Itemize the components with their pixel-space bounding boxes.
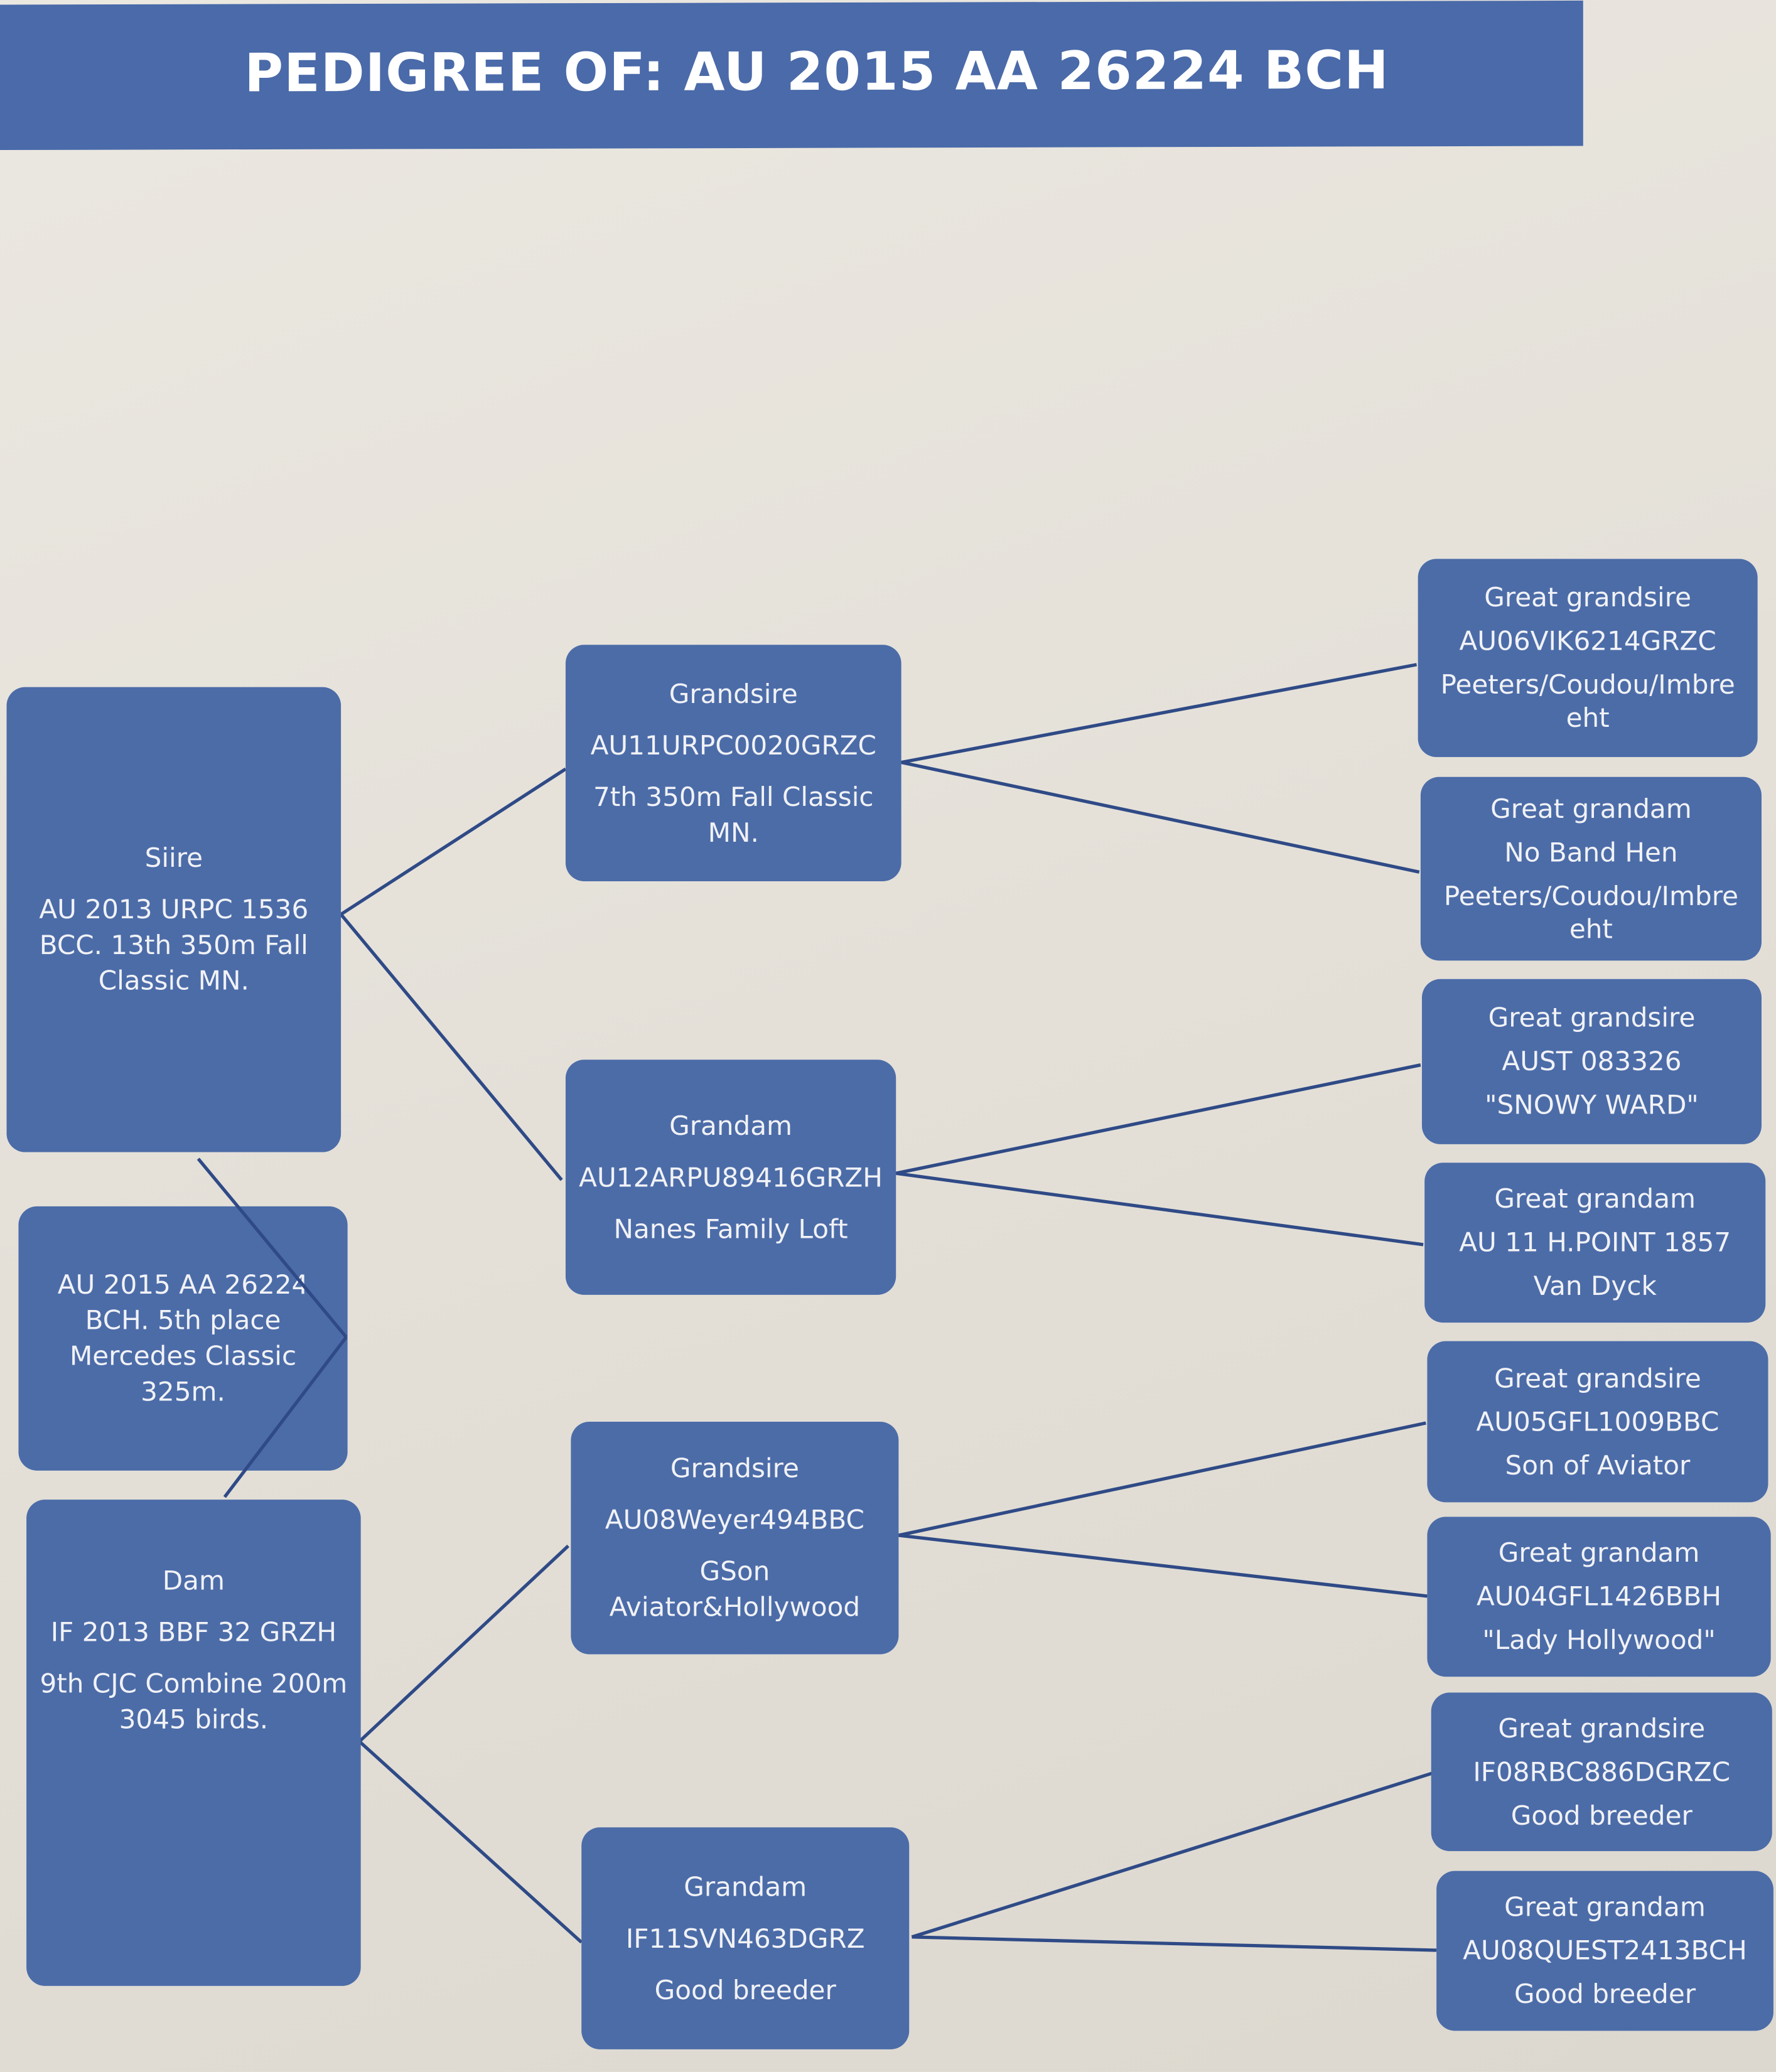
box-text-line: AU06VIK6214GRZC bbox=[1459, 625, 1716, 657]
connector-g4-gg8 bbox=[912, 1935, 1437, 1952]
box-text-line: Van Dyck bbox=[1533, 1269, 1657, 1302]
relation-label: Grandam bbox=[669, 1109, 793, 1141]
connector-g1-gg1 bbox=[901, 663, 1418, 765]
box-text-line: IF 2013 BBF 32 GRZH bbox=[50, 1616, 336, 1648]
box-text-line: AU08Weyer494BBC bbox=[605, 1503, 864, 1536]
box-text-line: "SNOWY WARD" bbox=[1485, 1088, 1699, 1121]
box-text-line: IF08RBC886DGRZC bbox=[1473, 1755, 1731, 1788]
relation-label: Grandsire bbox=[670, 1452, 799, 1484]
relation-label: Siire bbox=[144, 841, 203, 874]
box-text-line: No Band Hen bbox=[1504, 835, 1678, 867]
sire-box[interactable]: Siire AU 2013 URPC 1536 BCC. 13th 350m Fa… bbox=[6, 687, 342, 1152]
box-text-line: AU12ARPU89416GRZH bbox=[579, 1161, 883, 1193]
connector-g1-gg2 bbox=[901, 761, 1420, 874]
box-text-line: "Lady Hollywood" bbox=[1482, 1624, 1716, 1656]
relation-label: Great grandam bbox=[1494, 1182, 1696, 1215]
box-text-line: AU 2015 AA 26224 BCH. 5th place Mercedes… bbox=[57, 1268, 309, 1407]
box-text-line: Son of Aviator bbox=[1505, 1449, 1691, 1481]
relation-label: Great grandsire bbox=[1494, 1361, 1701, 1393]
connector-g3-gg5 bbox=[898, 1421, 1426, 1537]
relation-label: Great grandsire bbox=[1488, 1001, 1696, 1034]
box-text-line: AU 11 H.POINT 1857 bbox=[1459, 1226, 1731, 1258]
relation-label: Great grandam bbox=[1498, 1537, 1700, 1569]
box-text-line: Nanes Family Loft bbox=[613, 1212, 848, 1244]
box-text-line: AUST 083326 bbox=[1502, 1045, 1682, 1077]
box-text-line: AU08QUEST2413BCH bbox=[1463, 1934, 1747, 1967]
box-text-line: AU05GFL1009BBC bbox=[1476, 1405, 1719, 1437]
relation-label: Grandsire bbox=[669, 677, 798, 709]
box-text-line: 7th 350m Fall Classic MN. bbox=[593, 780, 874, 848]
box-text-line: Peeters/Coudou/Imbre eht bbox=[1440, 668, 1735, 734]
connector-sire-grandam bbox=[340, 913, 563, 1181]
connector-g2-gg3 bbox=[895, 1063, 1421, 1175]
relation-label: Great grandam bbox=[1504, 1891, 1706, 1923]
connector-g3-gg6 bbox=[898, 1533, 1428, 1598]
box-text-line: GSon Aviator&Hollywood bbox=[609, 1555, 861, 1623]
box-text-line: AU 2013 URPC 1536 BCC. 13th 350m Fall Cl… bbox=[39, 893, 309, 997]
box-text-line: IF11SVN463DGRZ bbox=[625, 1921, 865, 1954]
connector-g2-gg4 bbox=[895, 1171, 1424, 1247]
connector-dam-grandam bbox=[358, 1740, 583, 1944]
box-text-line: Good breeder bbox=[1514, 1978, 1696, 2010]
connector-g4-gg7 bbox=[911, 1771, 1433, 1939]
box-text-line: Peeters/Coudou/Imbre eht bbox=[1443, 879, 1738, 945]
relation-label: Great grandam bbox=[1490, 792, 1692, 824]
box-text-line: Good breeder bbox=[1510, 1798, 1693, 1831]
subject-box[interactable]: AU 2015 AA 26224 BCH. 5th place Mercedes… bbox=[18, 1206, 348, 1471]
box-text-line: AU11URPC0020GRZC bbox=[590, 728, 876, 761]
dam-box[interactable]: Dam IF 2013 BBF 32 GRZH 9th CJC Combine 20… bbox=[26, 1500, 361, 1986]
box-text-line: AU04GFL1426BBH bbox=[1477, 1580, 1722, 1613]
connector-dam-grandsire bbox=[358, 1544, 569, 1743]
box-text-line: 9th CJC Combine 200m 3045 birds. bbox=[40, 1667, 348, 1735]
connector-sire-grandsire bbox=[340, 767, 567, 916]
box-text-line: Good breeder bbox=[654, 1973, 836, 2005]
relation-label: Great grandsire bbox=[1498, 1712, 1706, 1744]
relation-label: Great grandsire bbox=[1484, 581, 1692, 613]
relation-label: Dam bbox=[162, 1564, 225, 1596]
relation-label: Grandam bbox=[684, 1870, 807, 1903]
